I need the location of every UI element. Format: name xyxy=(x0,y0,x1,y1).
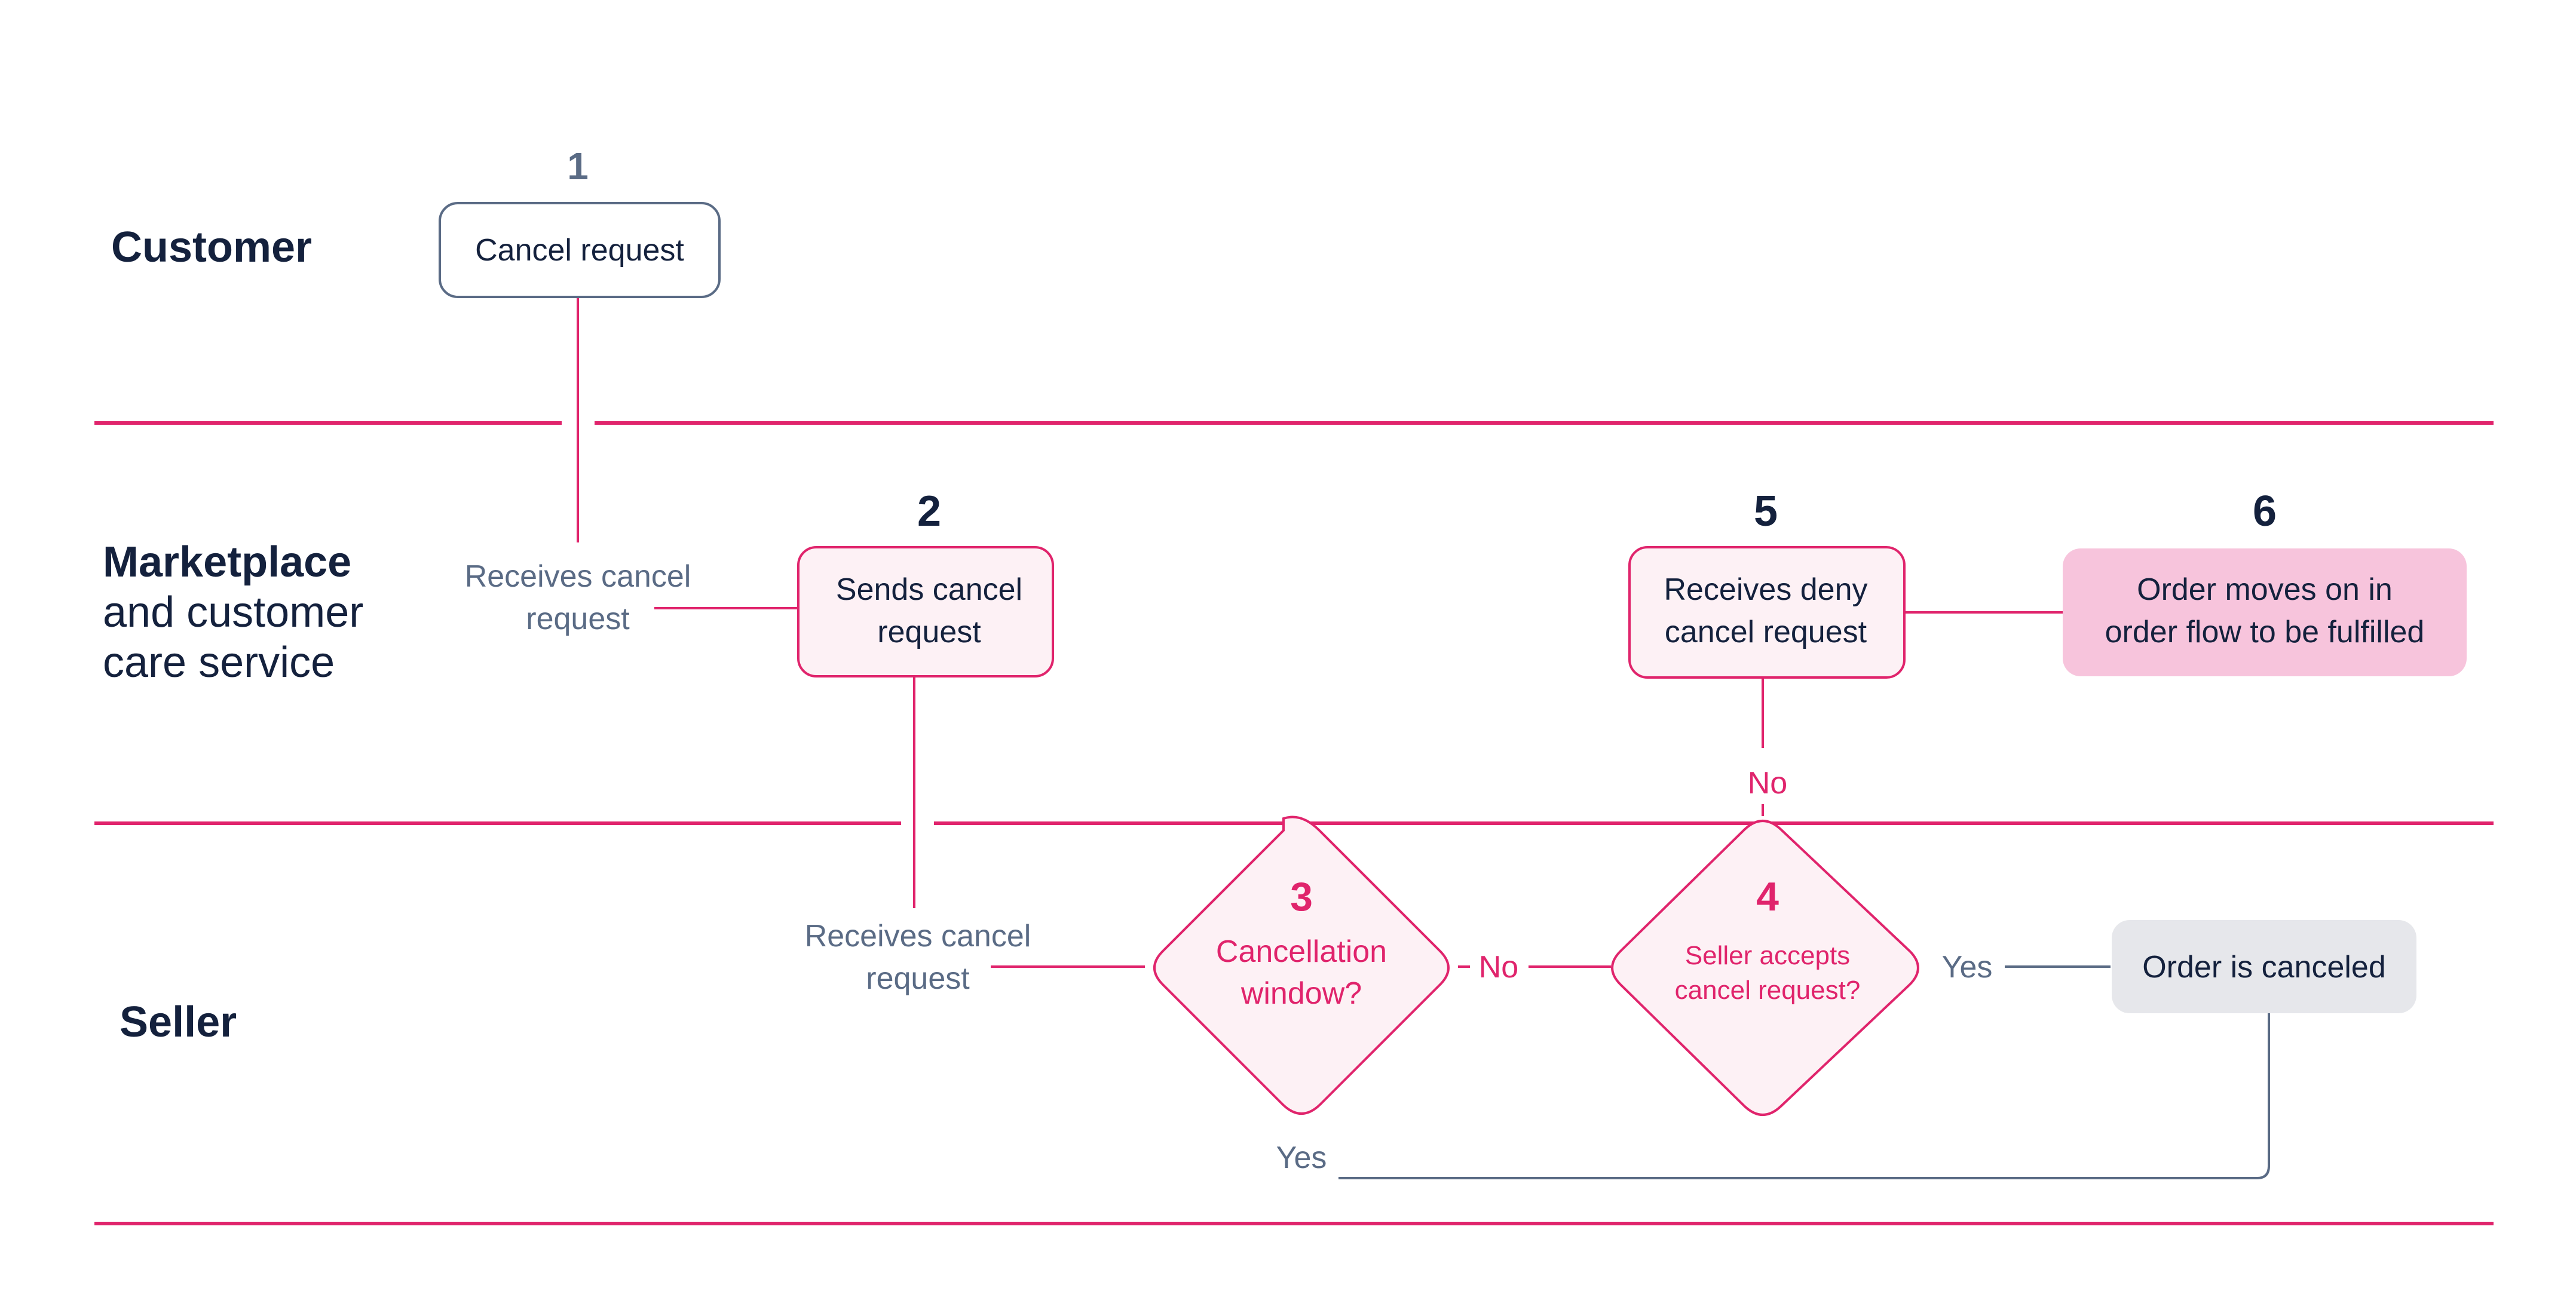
step-5-line1: Receives deny xyxy=(1664,572,1867,607)
lane-separators xyxy=(94,421,2494,1225)
lane-subtitle-marketplace-2: care service xyxy=(103,639,335,686)
receives-marketplace-line2: request xyxy=(526,602,630,636)
step-3-diamond xyxy=(1153,815,1450,1115)
lane-title-marketplace: Marketplace xyxy=(103,538,351,586)
step-2-box xyxy=(797,546,1054,677)
step-4-decision: 4 Seller accepts cancel request? xyxy=(1611,820,1919,1116)
step-5-line2: cancel request xyxy=(1665,615,1867,649)
receives-cancel-seller: Receives cancel request xyxy=(805,919,1031,996)
receives-seller-line1: Receives cancel xyxy=(805,919,1031,954)
step-4-line1: Seller accepts xyxy=(1685,941,1850,970)
step-3-decision: 3 Cancellation window? xyxy=(1153,815,1450,1115)
step-1-label: Cancel request xyxy=(475,233,684,268)
step-6-line2: order flow to be fulfilled xyxy=(2105,615,2425,649)
lane-title-seller: Seller xyxy=(120,998,237,1046)
lane-subtitle-marketplace-1: and customer xyxy=(103,588,363,636)
step-2: 2 Sends cancel request xyxy=(797,488,1054,677)
order-canceled-label: Order is canceled xyxy=(2142,950,2386,985)
step-3-number: 3 xyxy=(1290,874,1313,919)
label-yes-3: Yes xyxy=(1276,1140,1327,1175)
step-4-line2: cancel request? xyxy=(1675,976,1861,1005)
step-1-number: 1 xyxy=(567,145,589,188)
receives-cancel-marketplace: Receives cancel request xyxy=(465,559,691,636)
step-6-number: 6 xyxy=(2253,488,2277,535)
order-canceled-box xyxy=(2112,920,2416,1013)
connector-canceled-to-yes xyxy=(1338,1013,2270,1179)
connectors xyxy=(577,298,2270,1179)
step-3-line1: Cancellation xyxy=(1216,934,1387,969)
lane-title-customer: Customer xyxy=(111,223,312,271)
step-1: 1 Cancel request xyxy=(439,145,721,298)
step-2-line2: request xyxy=(877,615,981,649)
label-yes-4: Yes xyxy=(1942,950,1993,985)
step-6: 6 Order moves on in order flow to be ful… xyxy=(2063,488,2467,676)
label-no-3-to-4: No xyxy=(1479,950,1518,985)
step-4-diamond xyxy=(1611,820,1919,1116)
receives-seller-line2: request xyxy=(866,961,970,996)
step-3-line2: window? xyxy=(1240,976,1362,1011)
receives-marketplace-line1: Receives cancel xyxy=(465,559,691,594)
step-5: 5 Receives deny cancel request xyxy=(1628,488,1906,679)
step-6-box xyxy=(2063,548,2467,676)
step-2-number: 2 xyxy=(917,488,941,535)
step-1-box xyxy=(439,202,721,298)
step-5-number: 5 xyxy=(1754,488,1778,535)
step-6-line1: Order moves on in xyxy=(2137,572,2393,607)
step-4-number: 4 xyxy=(1756,874,1779,919)
step-5-box xyxy=(1628,546,1906,679)
step-2-line1: Sends cancel xyxy=(836,572,1022,607)
order-canceled: Order is canceled xyxy=(2112,920,2416,1013)
label-no-4-to-5: No xyxy=(1748,766,1787,801)
